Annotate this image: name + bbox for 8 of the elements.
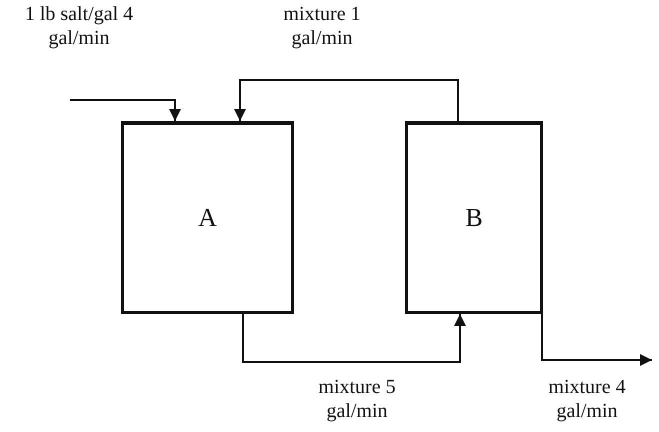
- arrow: [70, 99, 181, 121]
- tank-label: A: [198, 203, 217, 233]
- tank-box: [121, 121, 294, 314]
- arrow: [234, 79, 459, 121]
- arrow: [541, 314, 652, 366]
- arrow: [242, 314, 466, 363]
- tank-label: B: [465, 203, 483, 233]
- tank-box: [405, 121, 543, 314]
